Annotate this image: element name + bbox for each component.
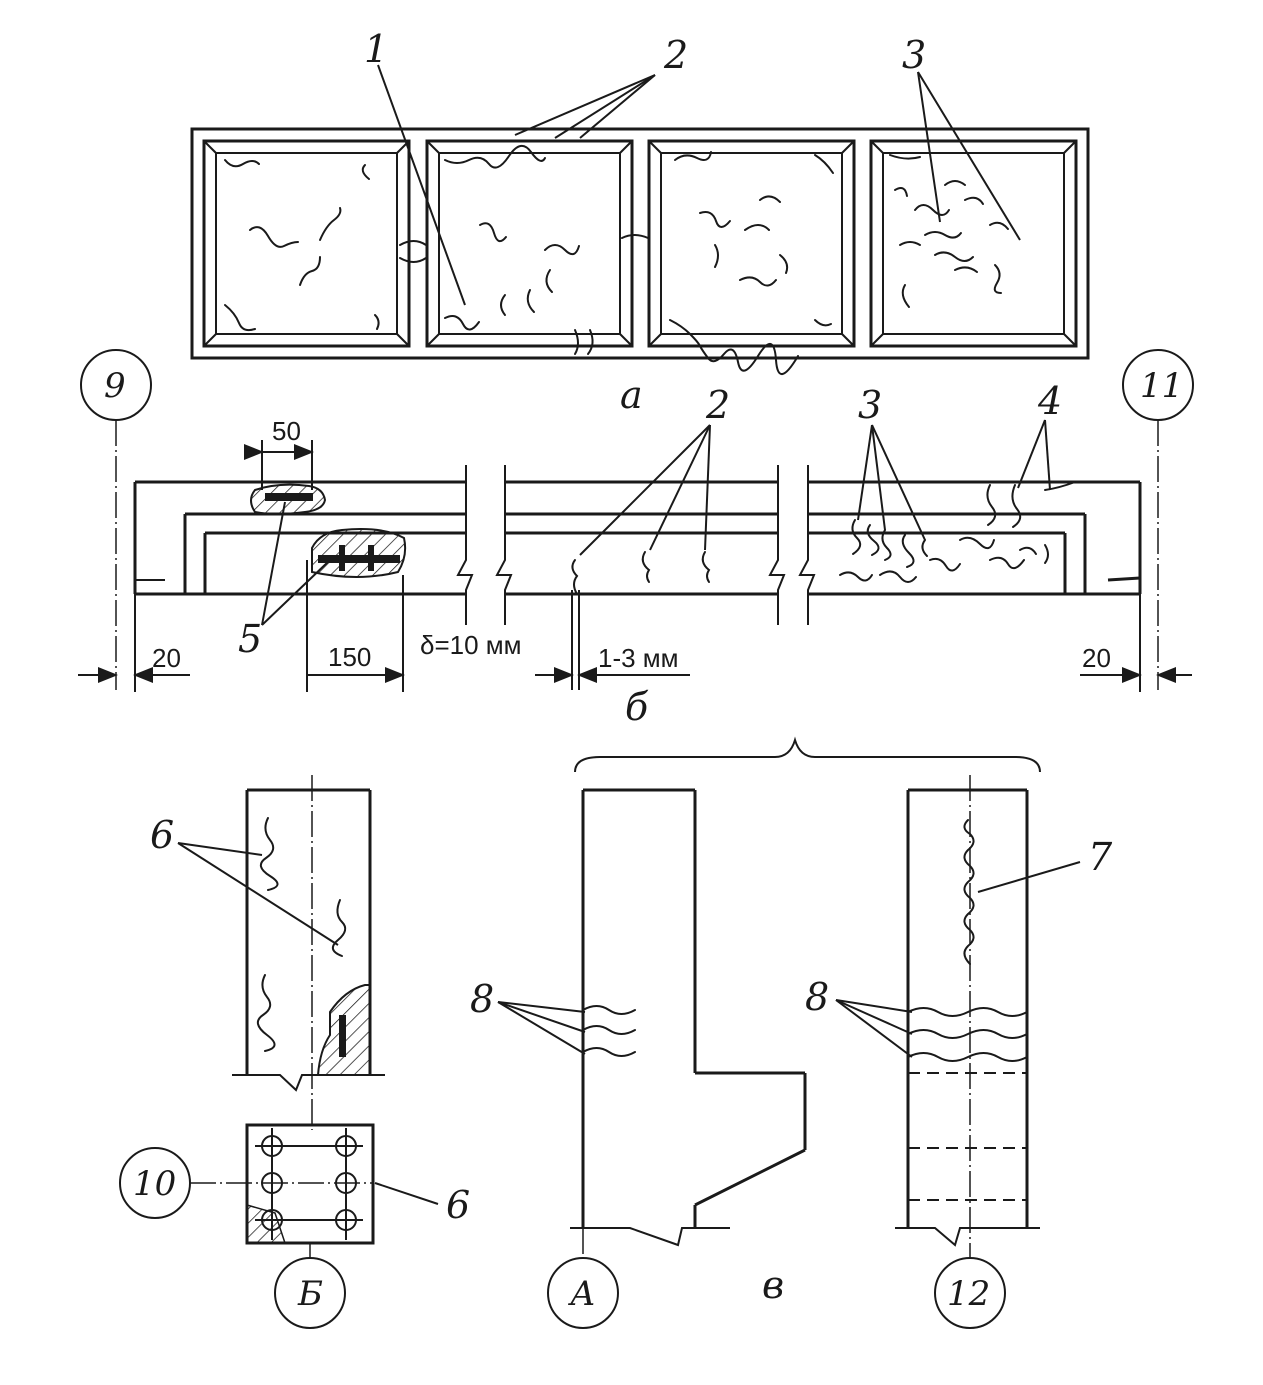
- axis-10-label: 10: [133, 1164, 176, 1204]
- sublabel-v: в: [762, 1263, 784, 1307]
- dimensions: 50 150 20 20 δ=10 мм 1-3 мм: [78, 416, 1192, 692]
- dim-gap: 1-3 мм: [598, 643, 679, 673]
- axis-12-label: 12: [947, 1274, 990, 1314]
- column-b-plan: 6 10 Б: [119, 1123, 470, 1329]
- axis-10-circle: [119, 1147, 191, 1219]
- sublabel-a: а: [620, 373, 643, 417]
- callout-8-right: 8: [805, 975, 829, 1019]
- panel-b: 9 11: [78, 349, 1194, 729]
- panel-a-outer-frame: [190, 127, 1090, 360]
- dim-20-left: 20: [152, 643, 181, 673]
- sublabel-b: б: [625, 685, 649, 729]
- panel-a: 1 2 3 а: [190, 27, 1090, 417]
- spalls: [250, 483, 407, 578]
- dim-50: 50: [272, 416, 301, 446]
- callout-6-bottom: 6: [446, 1183, 470, 1227]
- dim-20-right: 20: [1082, 643, 1111, 673]
- axis-12-circle: [934, 1257, 1006, 1329]
- callout-3-top: 3: [902, 33, 926, 77]
- callout-2-top: 2: [663, 33, 688, 77]
- callout-3-mid: 3: [858, 383, 882, 427]
- dim-150: 150: [328, 642, 371, 672]
- panel-v: 6 6 10 Б: [119, 736, 1113, 1329]
- callout-4: 4: [1037, 379, 1062, 423]
- callout-1: 1: [364, 27, 388, 71]
- axis-11-label: 11: [1140, 366, 1183, 406]
- callout-2-mid: 2: [705, 383, 730, 427]
- dim-delta: δ=10 мм: [420, 630, 522, 660]
- panel-a-cracks: [224, 145, 1009, 375]
- beam-outline: [133, 465, 1142, 625]
- column-a: 8 А: [470, 788, 807, 1329]
- axis-a-label: А: [568, 1274, 596, 1314]
- column-12: 7 8 12: [805, 775, 1113, 1329]
- panel-b-leaders: [261, 419, 1051, 626]
- axis-a-circle: [547, 1257, 619, 1329]
- beam-cracks: [571, 481, 1076, 595]
- grouping-brace: [574, 736, 1041, 773]
- callout-7: 7: [1088, 835, 1113, 879]
- axis-9-label: 9: [104, 366, 126, 406]
- callout-8-left: 8: [470, 977, 494, 1021]
- axis-b-label: Б: [297, 1274, 323, 1314]
- column-b: 6: [150, 775, 385, 1130]
- panel-a-cells: [202, 139, 1078, 348]
- panel-a-leaders: [377, 64, 1021, 306]
- callout-6-top: 6: [150, 813, 174, 857]
- callout-5: 5: [238, 617, 262, 661]
